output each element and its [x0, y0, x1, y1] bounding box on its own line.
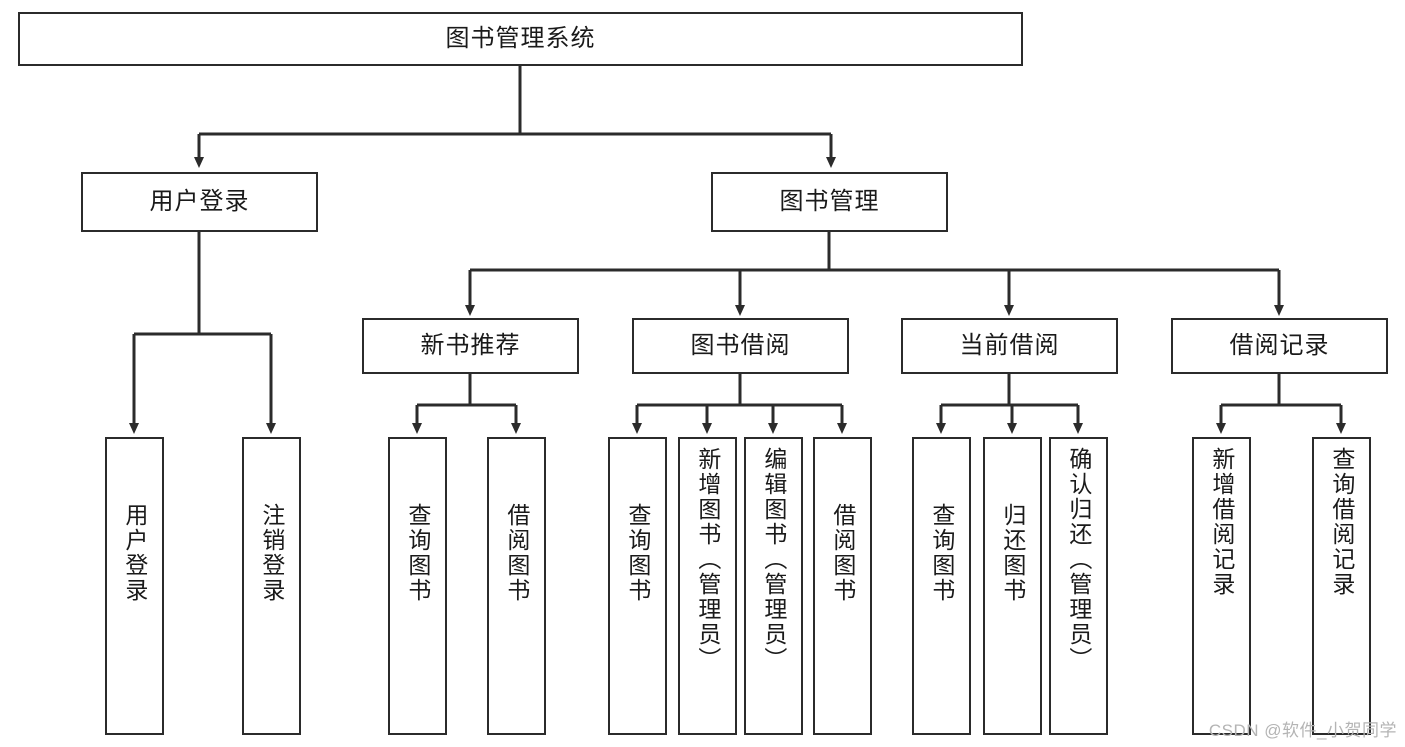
- leaf-query-book-rec-label: 查询图书: [404, 503, 431, 603]
- leaf-query-book-cur-label: 查询图书: [928, 503, 955, 603]
- leaf-edit-book[interactable]: 编辑图书（管理员）: [744, 437, 803, 735]
- node-borrow-record[interactable]: 借阅记录: [1171, 318, 1388, 374]
- leaf-query-book-rec[interactable]: 查询图书: [388, 437, 447, 735]
- leaf-confirm-return-label: 确认归还（管理员）: [1065, 447, 1092, 672]
- leaf-return-book-label: 归还图书: [999, 503, 1026, 603]
- leaf-logout-label: 注销登录: [258, 503, 285, 603]
- node-book-manage[interactable]: 图书管理: [711, 172, 948, 232]
- node-book-borrow-label: 图书借阅: [690, 331, 791, 359]
- node-root[interactable]: 图书管理系统: [18, 12, 1023, 66]
- node-user-login[interactable]: 用户登录: [81, 172, 318, 232]
- leaf-add-book[interactable]: 新增图书（管理员）: [678, 437, 737, 735]
- leaf-edit-book-label: 编辑图书（管理员）: [760, 447, 787, 672]
- leaf-query-book-cur[interactable]: 查询图书: [912, 437, 971, 735]
- leaf-user-login-label: 用户登录: [121, 503, 148, 603]
- leaf-borrow-book-rec[interactable]: 借阅图书: [487, 437, 546, 735]
- leaf-query-book[interactable]: 查询图书: [608, 437, 667, 735]
- leaf-logout[interactable]: 注销登录: [242, 437, 301, 735]
- node-book-borrow[interactable]: 图书借阅: [632, 318, 849, 374]
- leaf-borrow-book[interactable]: 借阅图书: [813, 437, 872, 735]
- node-book-manage-label: 图书管理: [779, 187, 880, 215]
- leaf-borrow-book-label: 借阅图书: [829, 503, 856, 603]
- leaf-query-record[interactable]: 查询借阅记录: [1312, 437, 1371, 735]
- leaf-user-login[interactable]: 用户登录: [105, 437, 164, 735]
- node-new-book-rec[interactable]: 新书推荐: [362, 318, 579, 374]
- leaf-add-record[interactable]: 新增借阅记录: [1192, 437, 1251, 735]
- node-root-label: 图书管理系统: [445, 24, 596, 52]
- leaf-return-book[interactable]: 归还图书: [983, 437, 1042, 735]
- node-current-borrow-label: 当前借阅: [959, 331, 1060, 359]
- node-user-login-label: 用户登录: [149, 187, 250, 215]
- leaf-query-record-label: 查询借阅记录: [1328, 447, 1355, 597]
- node-new-book-rec-label: 新书推荐: [420, 331, 521, 359]
- node-current-borrow[interactable]: 当前借阅: [901, 318, 1118, 374]
- leaf-borrow-book-rec-label: 借阅图书: [503, 503, 530, 603]
- leaf-add-book-label: 新增图书（管理员）: [694, 447, 721, 672]
- node-borrow-record-label: 借阅记录: [1229, 331, 1330, 359]
- leaf-add-record-label: 新增借阅记录: [1208, 447, 1235, 597]
- leaf-query-book-label: 查询图书: [624, 503, 651, 603]
- csdn-watermark: CSDN @软件_小贺同学: [1208, 721, 1397, 740]
- leaf-confirm-return[interactable]: 确认归还（管理员）: [1049, 437, 1108, 735]
